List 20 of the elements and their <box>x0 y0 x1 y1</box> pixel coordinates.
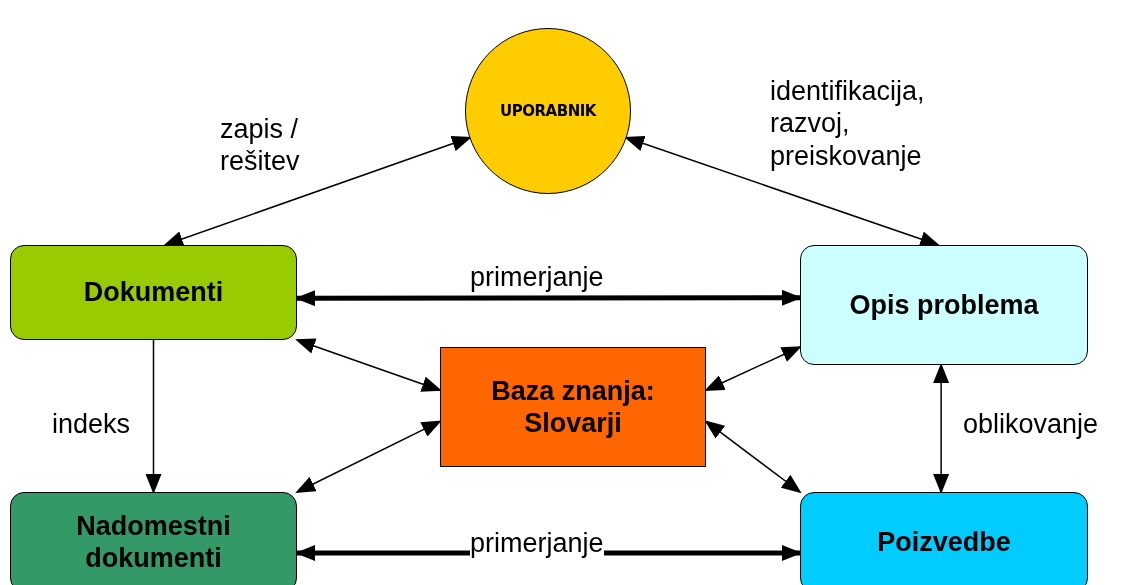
process-box <box>10 245 297 340</box>
node-label: Dokumenti <box>82 276 225 309</box>
arrow <box>295 289 802 307</box>
process-box <box>10 492 297 585</box>
arrow <box>704 420 802 494</box>
arrow <box>933 363 950 494</box>
process-box <box>800 245 1088 365</box>
process-box <box>800 492 1088 585</box>
arrow <box>163 136 472 247</box>
node-label: Nadomestni dokumenti <box>75 509 232 575</box>
arrow <box>145 339 162 494</box>
arrow <box>295 420 442 493</box>
node-label: Opis problema <box>848 288 1040 322</box>
node-label: Baza znanja: Slovarji <box>490 374 656 440</box>
arrow <box>624 135 941 247</box>
arrow <box>704 346 802 392</box>
node-label: Poizvedbe <box>876 525 1012 559</box>
arrow <box>295 338 442 392</box>
node-label: UPORABNIK <box>499 102 598 120</box>
process-box <box>440 347 706 467</box>
